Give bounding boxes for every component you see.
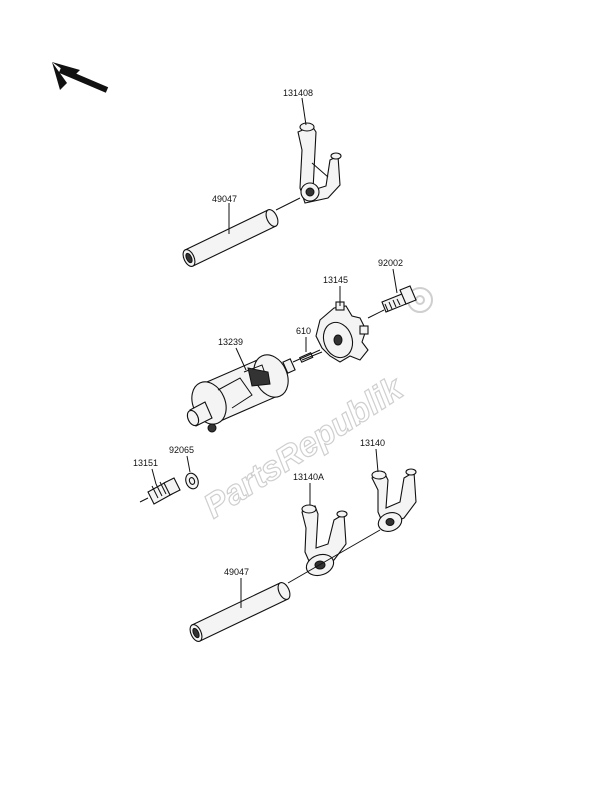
label-131408: 131408	[283, 88, 313, 98]
label-13140: 13140	[360, 438, 385, 448]
shaft-axis-bottom	[287, 529, 381, 584]
shift-shaft-top-49047	[182, 209, 279, 267]
leader-131408	[301, 97, 307, 126]
leader-92065	[186, 455, 191, 473]
shift-shaft-bottom-49047	[189, 582, 291, 642]
label-92065: 92065	[169, 445, 194, 455]
label-13145: 13145	[323, 275, 348, 285]
label-13151: 13151	[133, 458, 158, 468]
washer-92065	[185, 472, 199, 490]
neutral-switch-13151	[139, 477, 181, 505]
label-49047-bottom: 49047	[224, 567, 249, 577]
label-13239: 13239	[218, 337, 243, 347]
bolt-axis	[367, 309, 385, 319]
shift-fork-131408	[297, 122, 342, 204]
shift-drum-13239	[186, 354, 296, 433]
shift-fork-13140	[371, 468, 417, 532]
pin-axis	[292, 349, 321, 363]
front-direction-arrow-icon	[52, 62, 109, 93]
leader-13239	[235, 347, 247, 371]
label-610: 610	[296, 326, 311, 336]
label-92002: 92002	[378, 258, 403, 268]
shaft-axis-top	[275, 197, 301, 211]
leader-13140	[375, 448, 379, 473]
label-13140A: 13140A	[293, 472, 324, 482]
shift-drum-cam-13145	[315, 301, 369, 363]
cam-axis	[301, 351, 323, 361]
leader-92002	[392, 268, 398, 294]
label-49047-top: 49047	[212, 194, 237, 204]
shift-fork-13140A	[301, 504, 348, 577]
leader-13151	[151, 468, 157, 485]
bolt-92002	[381, 285, 417, 313]
